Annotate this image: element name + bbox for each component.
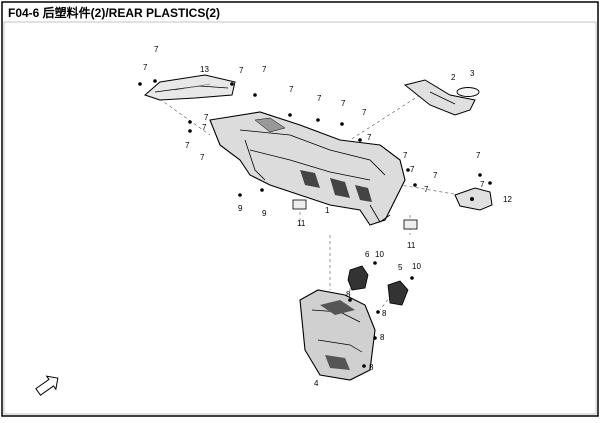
- callout-7: 7: [143, 63, 148, 72]
- callout-7: 7: [239, 66, 244, 75]
- callout-7: 7: [476, 151, 481, 160]
- callout-7: 7: [367, 133, 372, 142]
- part-3-cap: [456, 87, 480, 97]
- callout-7: 7: [262, 65, 267, 74]
- callout-10: 10: [375, 250, 384, 259]
- part-4-mud-guard: [299, 289, 376, 381]
- callout-12: 12: [503, 195, 512, 204]
- front-direction-arrow-icon: [35, 375, 59, 396]
- part-6-retainer: [347, 265, 369, 291]
- part-2-rear-bracket: [403, 79, 476, 116]
- callout-7: 7: [433, 171, 438, 180]
- page-title: F04-6 后塑料件(2)/REAR PLASTICS(2): [8, 6, 221, 20]
- callout-10: 10: [412, 262, 421, 271]
- callout-11: 11: [297, 219, 306, 228]
- callout-3: 3: [470, 69, 475, 78]
- callout-7: 7: [204, 113, 209, 122]
- callout-8: 8: [380, 333, 385, 342]
- part-12-side-bracket: [454, 187, 493, 211]
- callout-7: 7: [202, 123, 207, 132]
- callout-7: 7: [200, 153, 205, 162]
- callout-7: 7: [341, 99, 346, 108]
- callout-8: 8: [346, 290, 351, 299]
- callout-13: 13: [200, 65, 209, 74]
- callout-8: 8: [369, 363, 374, 372]
- callout-7: 7: [480, 180, 485, 189]
- part-11-clip-left: [292, 199, 307, 210]
- callout-4: 4: [314, 379, 319, 388]
- fastener-bolts: [138, 79, 492, 368]
- callout-8: 8: [382, 309, 387, 318]
- callout-5: 5: [398, 263, 403, 272]
- part-11-clip-right: [403, 219, 418, 230]
- callout-7: 7: [154, 45, 159, 54]
- callout-7: 7: [410, 165, 415, 174]
- part-1-rear-fender: [209, 111, 406, 226]
- callout-7: 7: [424, 185, 429, 194]
- callout-7: 7: [403, 151, 408, 160]
- callout-7: 7: [362, 108, 367, 117]
- callout-2: 2: [451, 73, 456, 82]
- callout-7: 7: [317, 94, 322, 103]
- callout-6: 6: [365, 250, 370, 259]
- callout-9: 9: [262, 209, 267, 218]
- callout-labels: 7 7 13 7 7 2 3 7 7 7 7 7 7 7 7 7 7 7 7 7…: [143, 45, 512, 388]
- callout-1: 1: [325, 206, 330, 215]
- inner-frame: [3, 21, 597, 415]
- part-13-rear-trim: [144, 74, 236, 101]
- callout-9: 9: [238, 204, 243, 213]
- part-5-retainer: [387, 280, 409, 306]
- callout-7: 7: [289, 85, 294, 94]
- callout-7: 7: [185, 141, 190, 150]
- callout-11: 11: [407, 241, 416, 250]
